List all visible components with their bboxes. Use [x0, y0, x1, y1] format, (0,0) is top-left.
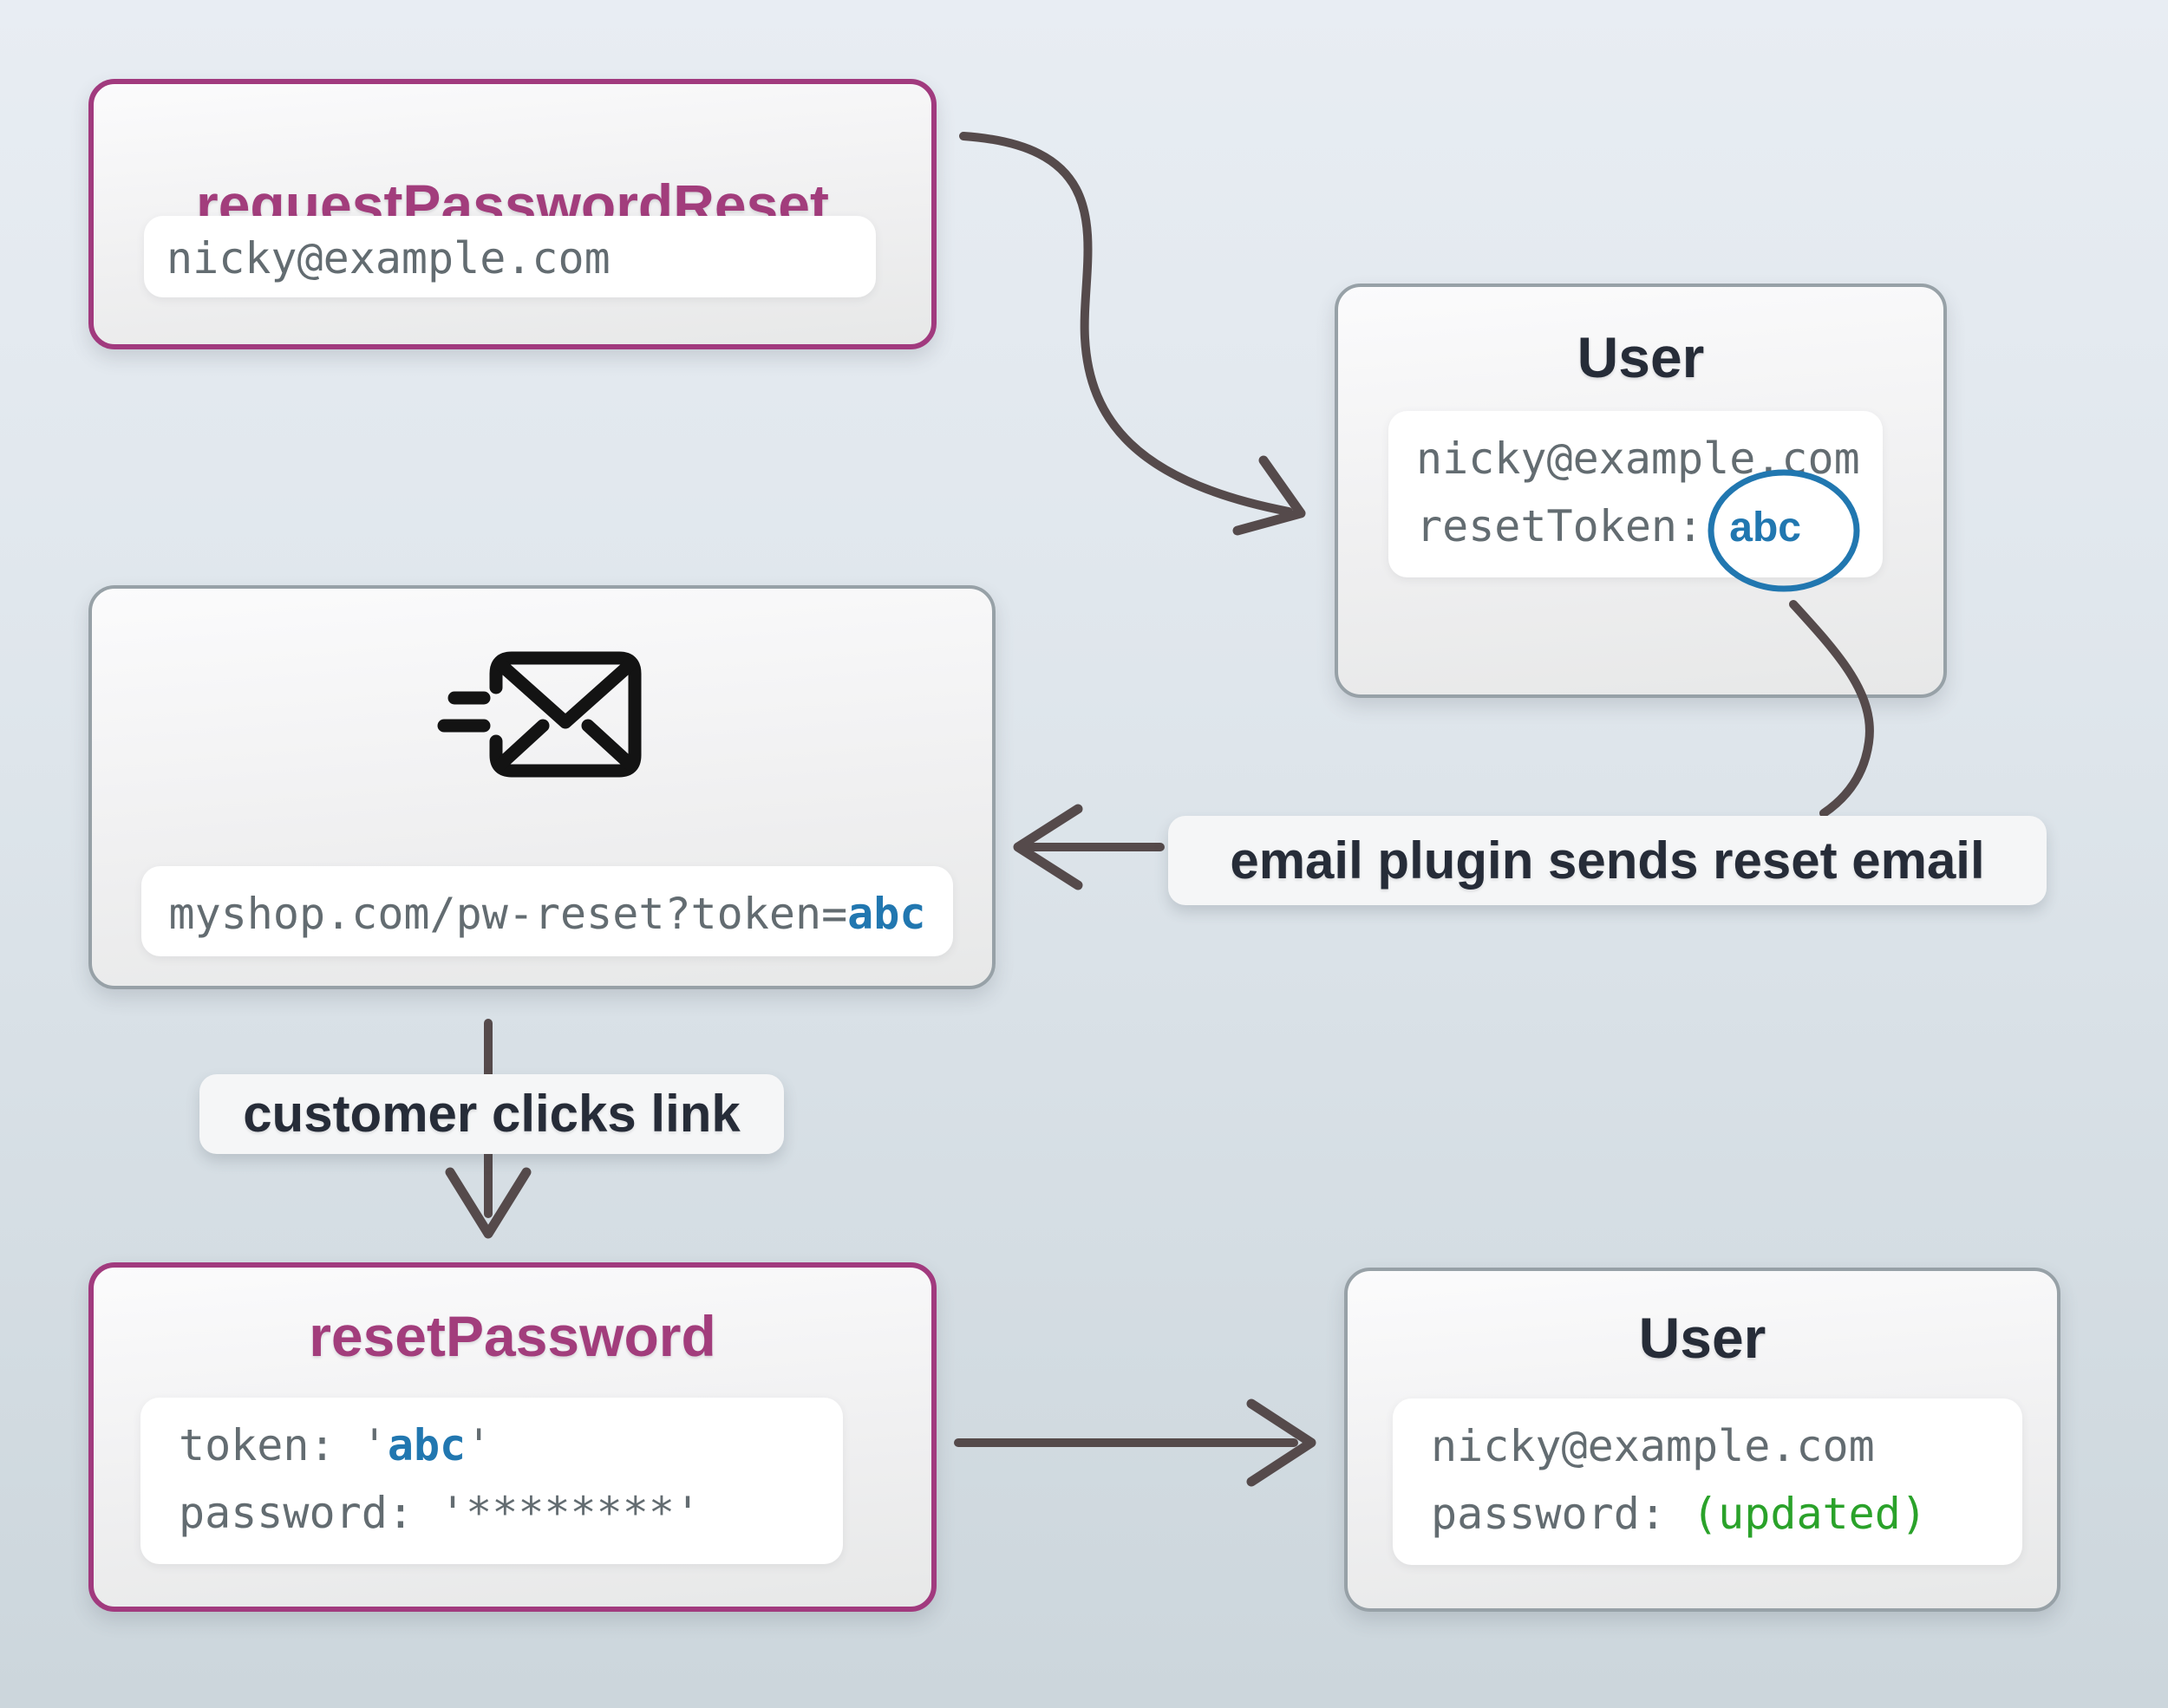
user-bottom-email: nicky@example.com [1431, 1421, 1875, 1471]
user-bottom-node: User nicky@example.com password: (update… [1344, 1268, 2060, 1612]
user-top-node: User nicky@example.com resetToken: abc [1335, 284, 1947, 698]
user-bottom-password-label: password: [1431, 1489, 1666, 1539]
request-email-value: nicky@example.com [167, 233, 611, 284]
reset-password-title: resetPassword [309, 1304, 716, 1368]
user-bottom-password-value: (updated) [1692, 1489, 1927, 1539]
reset-token-label: resetToken: [1416, 501, 1704, 551]
reset-url-token: abc [847, 889, 926, 939]
user-bottom-record: nicky@example.com password: (updated) [1393, 1398, 2022, 1565]
email-node: myshop.com/pw-reset?token=abc [88, 585, 996, 989]
token-label: token: [179, 1420, 336, 1470]
user-bottom-password-line: password: (updated) [1431, 1489, 2005, 1539]
user-top-token-line: resetToken: abc [1416, 501, 1865, 551]
reset-url-prefix: myshop.com/pw-reset?token= [168, 889, 848, 939]
password-label: password: [179, 1488, 414, 1538]
email-plugin-label: email plugin sends reset email [1168, 816, 2047, 905]
user-bottom-title: User [1638, 1306, 1766, 1370]
user-top-record: nicky@example.com resetToken: abc [1388, 411, 1883, 577]
token-line: token: 'abc' [179, 1420, 826, 1470]
reset-url: myshop.com/pw-reset?token=abc [141, 889, 953, 939]
email-send-icon [430, 634, 656, 803]
token-open-quote: ' [361, 1420, 388, 1470]
token-value: abc [387, 1420, 467, 1470]
reset-to-user-arrow [954, 1398, 1316, 1487]
user-top-email: nicky@example.com [1416, 434, 1860, 484]
request-email-field: nicky@example.com [144, 216, 876, 297]
token-close-quote: ' [466, 1420, 493, 1470]
request-to-user-arrow [959, 132, 1306, 536]
label-to-email-arrow [1013, 804, 1165, 890]
reset-url-field: myshop.com/pw-reset?token=abc [141, 866, 953, 956]
user-top-title: User [1577, 325, 1705, 389]
password-masked-value: '********' [440, 1488, 702, 1538]
customer-clicks-label: customer clicks link [199, 1074, 784, 1154]
reset-token-value: abc [1729, 505, 1801, 551]
password-line: password: '********' [179, 1488, 826, 1538]
reset-password-args: token: 'abc' password: '********' [140, 1398, 843, 1564]
reset-password-node: resetPassword token: 'abc' password: '**… [88, 1262, 937, 1612]
request-password-reset-node: requestPasswordReset nicky@example.com [88, 79, 937, 349]
